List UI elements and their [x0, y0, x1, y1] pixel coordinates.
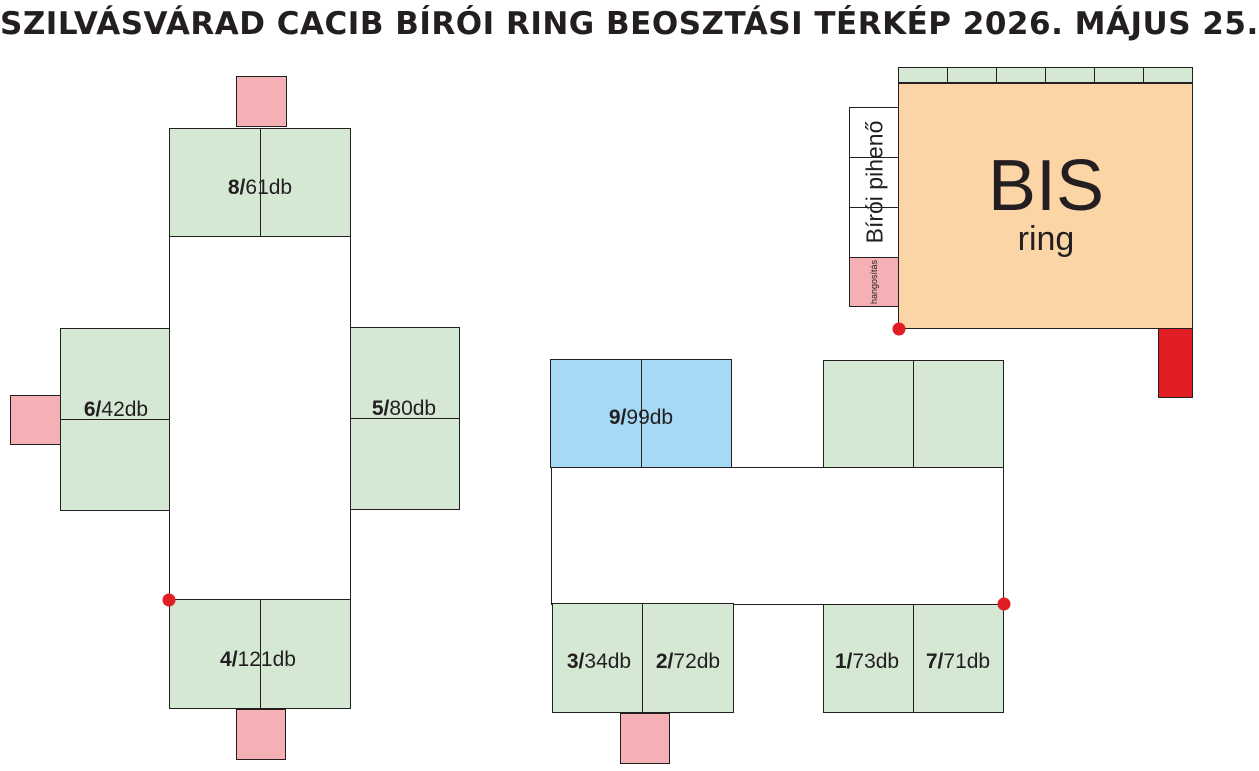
- ring-3-2-block: [552, 603, 734, 713]
- right-red-marker: [997, 597, 1011, 611]
- judges-rest-area: [849, 107, 899, 258]
- ring-3-label[interactable]: 3/34db: [566, 650, 632, 673]
- ring-4-divider: [260, 599, 261, 709]
- ring-5-divider: [350, 418, 460, 419]
- bis-strip-divider: [947, 67, 948, 83]
- ring-3-entry-block: [620, 713, 670, 764]
- bis-ring[interactable]: [898, 83, 1193, 329]
- ring-1-label[interactable]: 1/73db: [834, 650, 900, 673]
- ring-8-label: 8/61db: [227, 176, 293, 199]
- judges-rest-divider: [849, 207, 899, 208]
- bis-strip-divider: [1045, 67, 1046, 83]
- left-center-area: [169, 236, 351, 600]
- ring-8-entry-block: [236, 76, 287, 127]
- ring-9-divider: [641, 359, 642, 468]
- bis-red-marker: [892, 322, 906, 336]
- bis-title: BIS: [987, 146, 1105, 226]
- sound-booth-label: hangosítás: [869, 259, 879, 305]
- ring-9-label: 9/99db: [608, 406, 674, 429]
- left-red-marker: [162, 593, 176, 607]
- ring-5-label: 5/80db: [371, 397, 437, 420]
- right-center-area: [551, 467, 1004, 605]
- bis-subtitle: ring: [1017, 220, 1075, 258]
- judges-rest-divider: [849, 157, 899, 158]
- map-title: SZILVÁSVÁRAD CACIB BÍRÓI RING BEOSZTÁSI …: [0, 6, 1259, 42]
- ring-6-divider: [60, 419, 170, 420]
- ring-4-entry-block: [236, 709, 286, 760]
- bis-strip-divider: [1143, 67, 1144, 83]
- ring-6-entry-block: [10, 395, 61, 445]
- sound-booth: [849, 257, 899, 307]
- bis-strip-divider: [1094, 67, 1095, 83]
- ring-7-label[interactable]: 7/71db: [925, 650, 991, 673]
- ring-1-7-divider: [913, 604, 914, 713]
- bis-strip-divider: [996, 67, 997, 83]
- ring-3-2-divider: [642, 603, 643, 713]
- judges-rest-label: Bírói pihenő: [861, 120, 888, 244]
- ring-4-label: 4/121db: [220, 648, 296, 671]
- ring-6-label: 6/42db: [83, 398, 149, 421]
- ring-2-label[interactable]: 2/72db: [655, 650, 721, 673]
- ring-8-divider: [260, 128, 261, 237]
- ring-unlabeled-divider: [913, 360, 914, 468]
- bis-red-entry: [1158, 328, 1193, 398]
